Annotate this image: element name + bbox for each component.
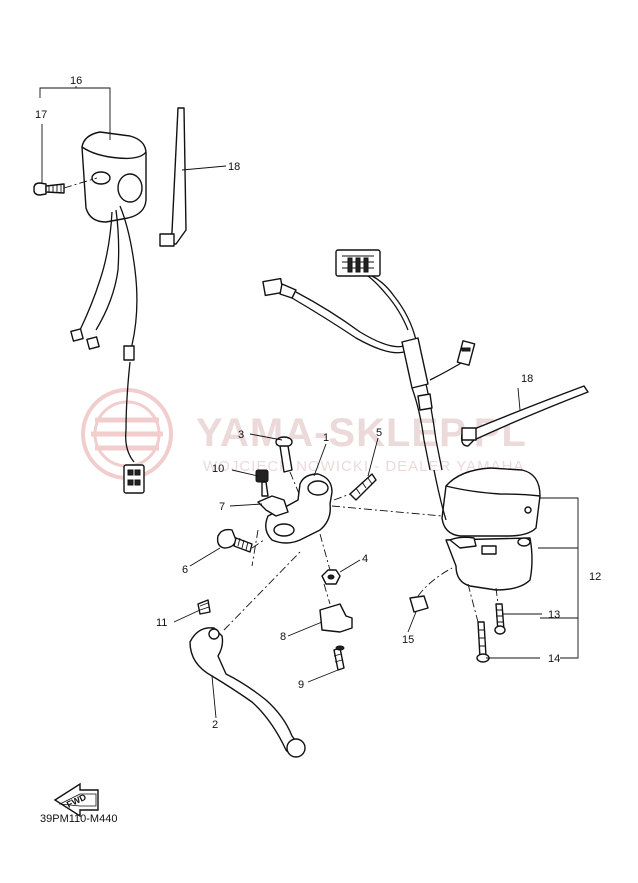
callout-1: 1 — [323, 432, 329, 444]
callout-13: 13 — [548, 609, 560, 621]
callout-14: 14 — [548, 653, 560, 665]
callout-16: 16 — [70, 75, 82, 87]
right-switch-assembly — [433, 467, 541, 663]
right-harness — [262, 249, 476, 471]
callout-5: 5 — [376, 427, 382, 439]
callout-8: 8 — [280, 631, 286, 643]
callout-18-left: 18 — [228, 161, 240, 173]
callout-11: 11 — [156, 617, 167, 629]
cable-tie-left — [159, 107, 187, 247]
callout-15: 15 — [402, 634, 414, 646]
lever-holder — [216, 436, 443, 671]
callout-4: 4 — [362, 553, 368, 565]
fwd-arrow-icon: FWD — [53, 782, 99, 818]
callout-10: 10 — [212, 463, 224, 475]
callout-6: 6 — [182, 564, 188, 576]
callout-9: 9 — [298, 679, 304, 691]
cable-tie-right — [460, 385, 589, 447]
item-15-block — [409, 567, 453, 613]
callout-labels: 16 17 18 18 3 1 5 10 7 6 4 12 11 13 8 15… — [35, 75, 601, 731]
callout-2: 2 — [212, 719, 218, 731]
callout-12: 12 — [589, 571, 601, 583]
diagram-code: 39PM110-M440 — [40, 813, 117, 825]
leader-lines — [39, 86, 579, 719]
callout-7: 7 — [219, 501, 225, 513]
callout-18-right: 18 — [521, 373, 533, 385]
left-switch-assembly — [33, 131, 147, 494]
watermark: YAMA-SKLEP.PL WOJCIECH NOWICKI - DEALER … — [81, 388, 526, 480]
callout-3: 3 — [238, 429, 244, 441]
callout-17: 17 — [35, 109, 47, 121]
lever — [189, 551, 306, 758]
